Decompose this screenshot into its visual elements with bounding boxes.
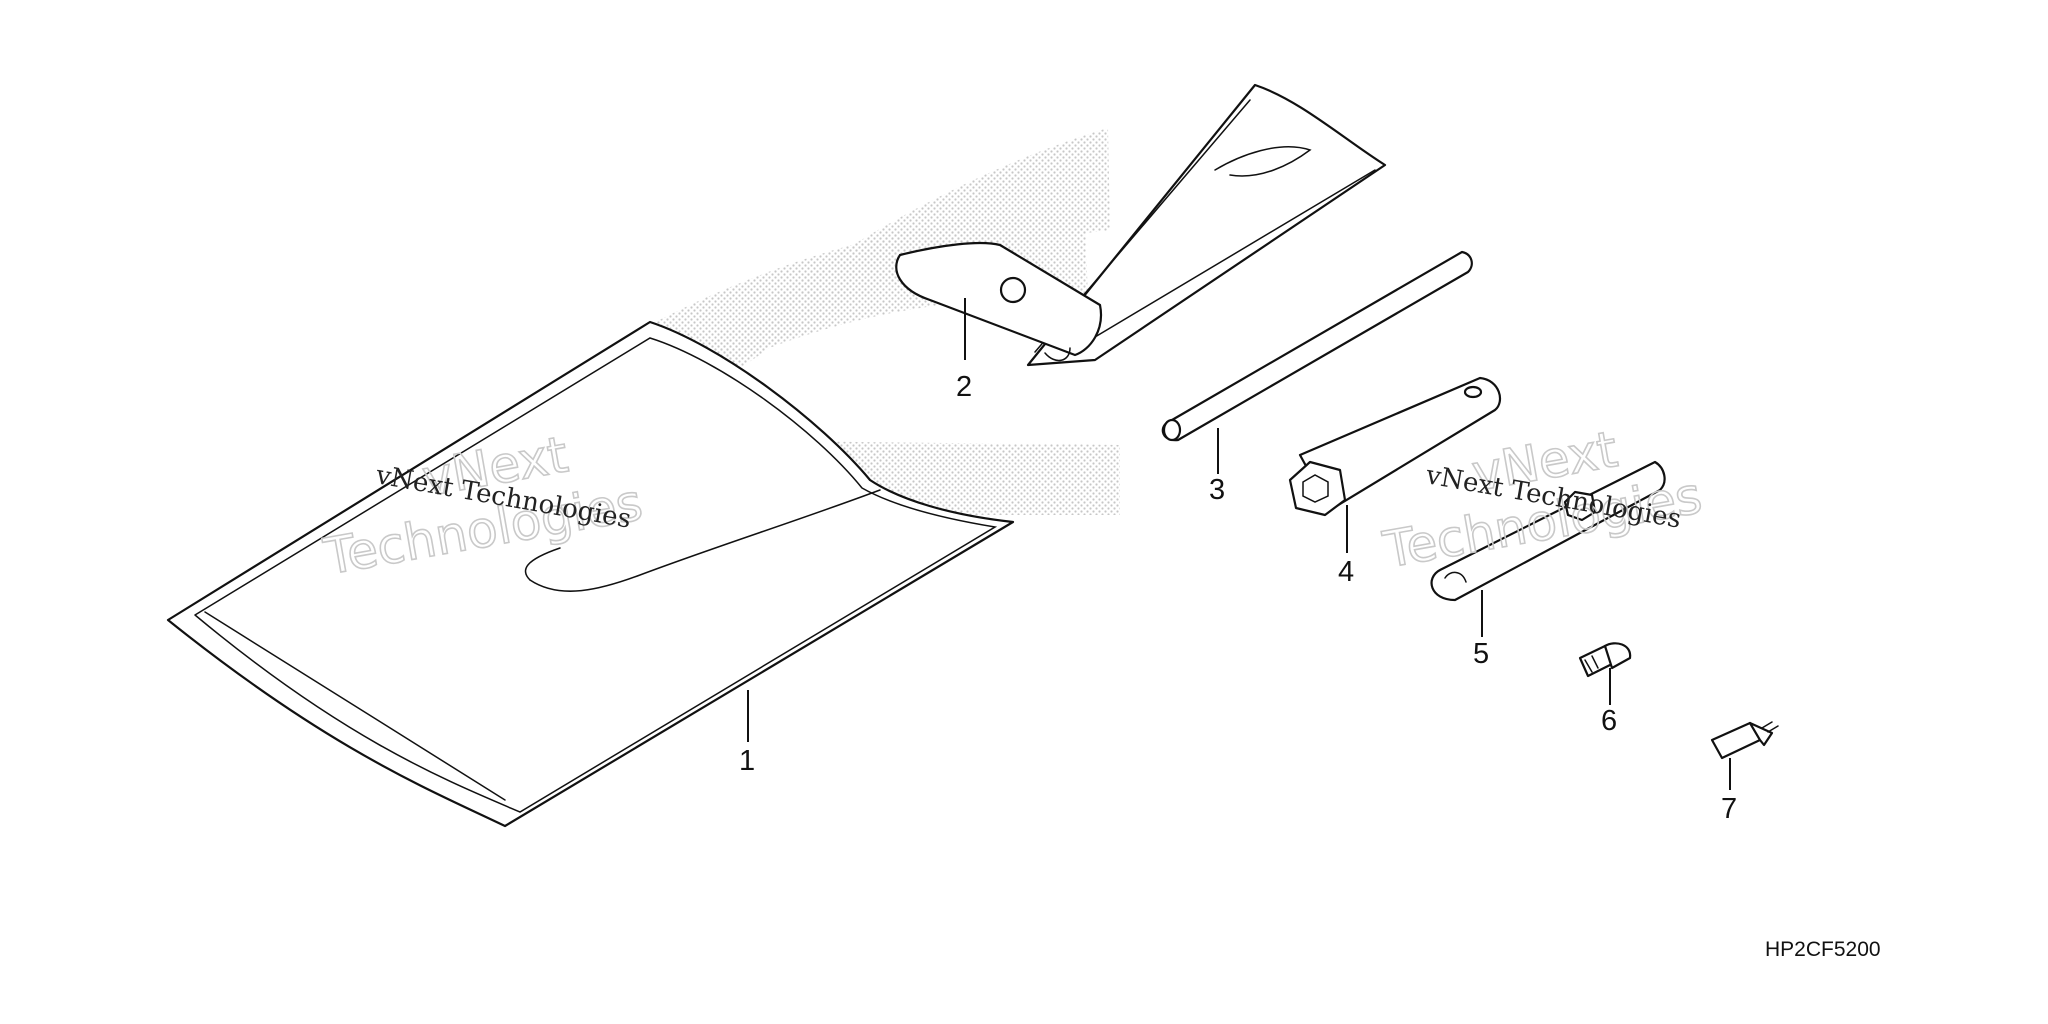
- callout-7: 7: [1721, 793, 1737, 825]
- callout-6: 6: [1601, 705, 1617, 737]
- callout-2: 2: [956, 371, 972, 403]
- callout-5: 5: [1473, 638, 1489, 670]
- callout-1: 1: [739, 745, 755, 777]
- part-6-bolt: [1578, 642, 1632, 678]
- leader-lines: [747, 298, 1731, 790]
- part-4-box-wrench: [1288, 376, 1502, 517]
- callout-3: 3: [1209, 474, 1225, 506]
- diagram-code: HP2CF5200: [1765, 938, 1881, 961]
- callout-4: 4: [1338, 556, 1354, 588]
- part-2-tool-pouch: [895, 83, 1387, 367]
- part-7-fuse: [1710, 721, 1779, 760]
- part-3-rod: [1161, 250, 1473, 442]
- part-5-spark-plug-wrench: [1430, 460, 1666, 602]
- part-1-bag: [166, 320, 1015, 828]
